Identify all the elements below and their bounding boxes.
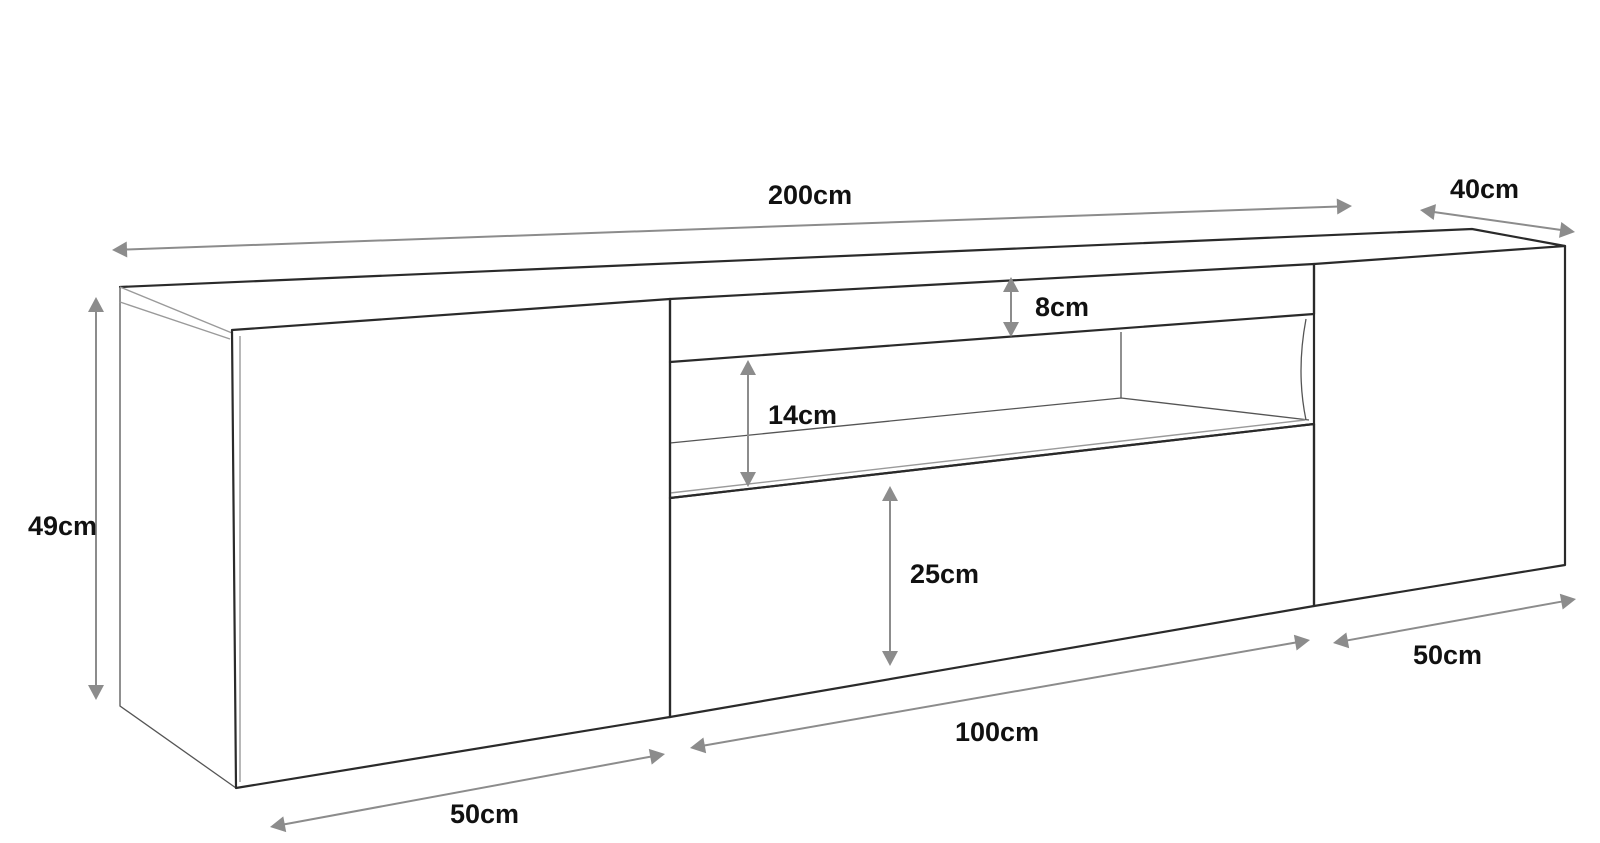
label-left-door-width: 50cm bbox=[450, 799, 519, 829]
dimension-arrows bbox=[88, 198, 1576, 833]
arrow-height bbox=[88, 297, 104, 700]
label-open-shelf: 14cm bbox=[768, 400, 837, 430]
arrow-bottom-flap-head-end bbox=[882, 651, 898, 666]
arrow-bottom-flap-head-start bbox=[882, 486, 898, 501]
center-top-flap bbox=[668, 262, 1316, 364]
center-bottom-flap bbox=[668, 422, 1316, 719]
arrow-open-shelf-head-start bbox=[740, 360, 756, 375]
arrow-right-door-width bbox=[1333, 593, 1576, 649]
arrow-open-shelf-head-end bbox=[740, 472, 756, 487]
label-top-flap: 8cm bbox=[1035, 292, 1089, 322]
arrow-bottom-flap bbox=[882, 486, 898, 666]
arrow-top-flap-head-end bbox=[1003, 322, 1019, 337]
arrow-right-door-width-head-end bbox=[1559, 593, 1576, 610]
label-depth: 40cm bbox=[1450, 174, 1519, 204]
arrow-depth-shaft bbox=[1432, 210, 1563, 232]
arrow-depth bbox=[1420, 204, 1575, 238]
left-side-panel bbox=[119, 287, 237, 789]
arrow-left-door-width-shaft bbox=[282, 755, 653, 826]
arrow-center-width-shaft bbox=[702, 641, 1298, 747]
arrow-total-width-shaft bbox=[124, 205, 1340, 251]
label-total-width: 200cm bbox=[768, 180, 852, 210]
left-door-outline bbox=[230, 297, 672, 790]
top-back-edge bbox=[118, 227, 1567, 289]
label-right-door-width: 50cm bbox=[1413, 640, 1482, 670]
open-shelf-floor-back bbox=[669, 397, 1310, 444]
arrow-left-door-width-head-start bbox=[270, 816, 287, 833]
arrow-depth-head-start bbox=[1420, 204, 1436, 221]
arrow-total-width bbox=[112, 198, 1352, 258]
dimension-labels: 200cm 40cm 49cm 8cm 14cm 25cm 50cm 100cm… bbox=[28, 174, 1519, 829]
right-door-outline bbox=[1312, 244, 1567, 608]
arrow-left-door-width-head-end bbox=[648, 748, 665, 765]
left-side-top-edge bbox=[119, 286, 233, 334]
arrow-center-width bbox=[690, 634, 1310, 754]
left-side-inner-edge bbox=[119, 301, 231, 340]
arrow-total-width-head-end bbox=[1336, 198, 1352, 215]
arrow-height-head-end bbox=[88, 685, 104, 700]
led-strip-right bbox=[1300, 318, 1307, 421]
arrow-right-door-width-shaft bbox=[1345, 600, 1564, 642]
arrow-top-flap-head-start bbox=[1003, 277, 1019, 292]
cabinet-drawing bbox=[118, 227, 1567, 790]
arrow-height-head-start bbox=[88, 297, 104, 312]
open-shelf-front-lip-inner bbox=[669, 419, 1306, 494]
arrow-open-shelf bbox=[740, 360, 756, 487]
label-height: 49cm bbox=[28, 511, 97, 541]
arrow-right-door-width-head-start bbox=[1333, 632, 1350, 649]
arrow-top-flap bbox=[1003, 277, 1019, 337]
arrow-total-width-head-start bbox=[112, 241, 128, 258]
arrow-center-width-head-start bbox=[690, 737, 707, 754]
label-center-width: 100cm bbox=[955, 717, 1039, 747]
arrow-depth-head-end bbox=[1559, 221, 1575, 238]
arrow-left-door-width bbox=[270, 748, 665, 833]
label-bottom-flap: 25cm bbox=[910, 559, 979, 589]
arrow-center-width-head-end bbox=[1293, 634, 1310, 651]
